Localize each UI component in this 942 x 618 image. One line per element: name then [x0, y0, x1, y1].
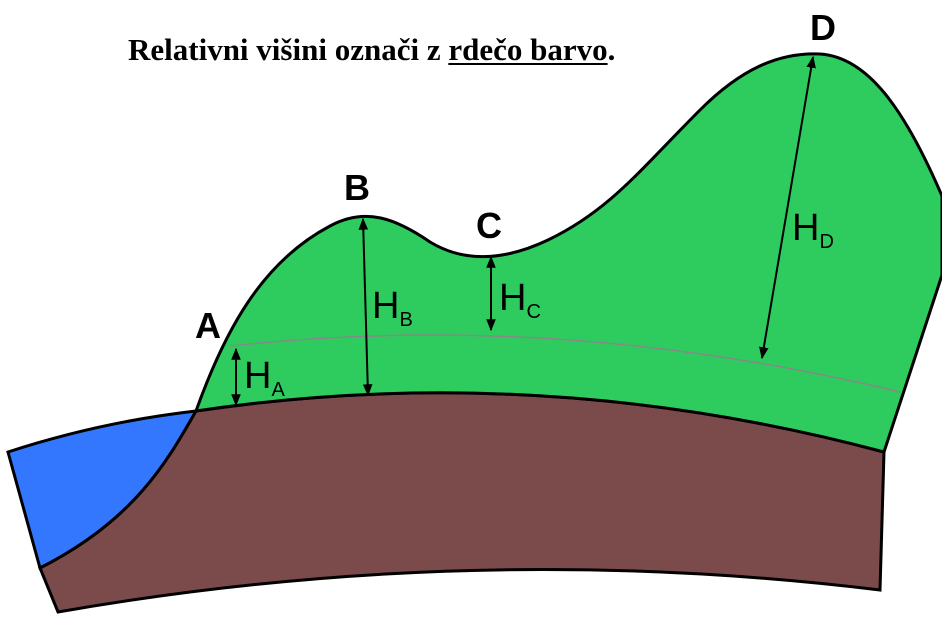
height-label-b-sub: B	[399, 309, 412, 331]
height-label-a: HA	[244, 355, 285, 401]
height-label-b-main: H	[372, 285, 399, 327]
point-label-a: A	[195, 305, 221, 346]
height-label-b: HB	[372, 285, 413, 331]
point-label-b: B	[344, 167, 370, 208]
sea-level-reference-line	[229, 334, 901, 393]
point-label-c: C	[476, 205, 502, 246]
instruction-text: Relativni višini označi z rdečo barvo.	[128, 34, 615, 65]
height-arrow-d	[759, 55, 816, 360]
height-label-c-sub: C	[526, 301, 540, 323]
height-arrow-b	[358, 217, 373, 397]
height-label-d: HD	[792, 207, 834, 253]
point-label-d: D	[810, 7, 836, 48]
instruction-emphasis: rdečo barvo	[448, 32, 608, 67]
height-label-c: HC	[499, 277, 541, 323]
instruction-suffix: .	[607, 32, 616, 67]
height-label-d-sub: D	[819, 231, 833, 253]
instruction-prefix: Relativni višini označi z	[128, 32, 449, 67]
height-label-a-sub: A	[271, 379, 285, 401]
height-label-c-main: H	[499, 277, 526, 319]
land-mass	[193, 52, 942, 454]
height-label-a-main: H	[244, 355, 271, 397]
height-label-d-main: H	[792, 207, 819, 249]
